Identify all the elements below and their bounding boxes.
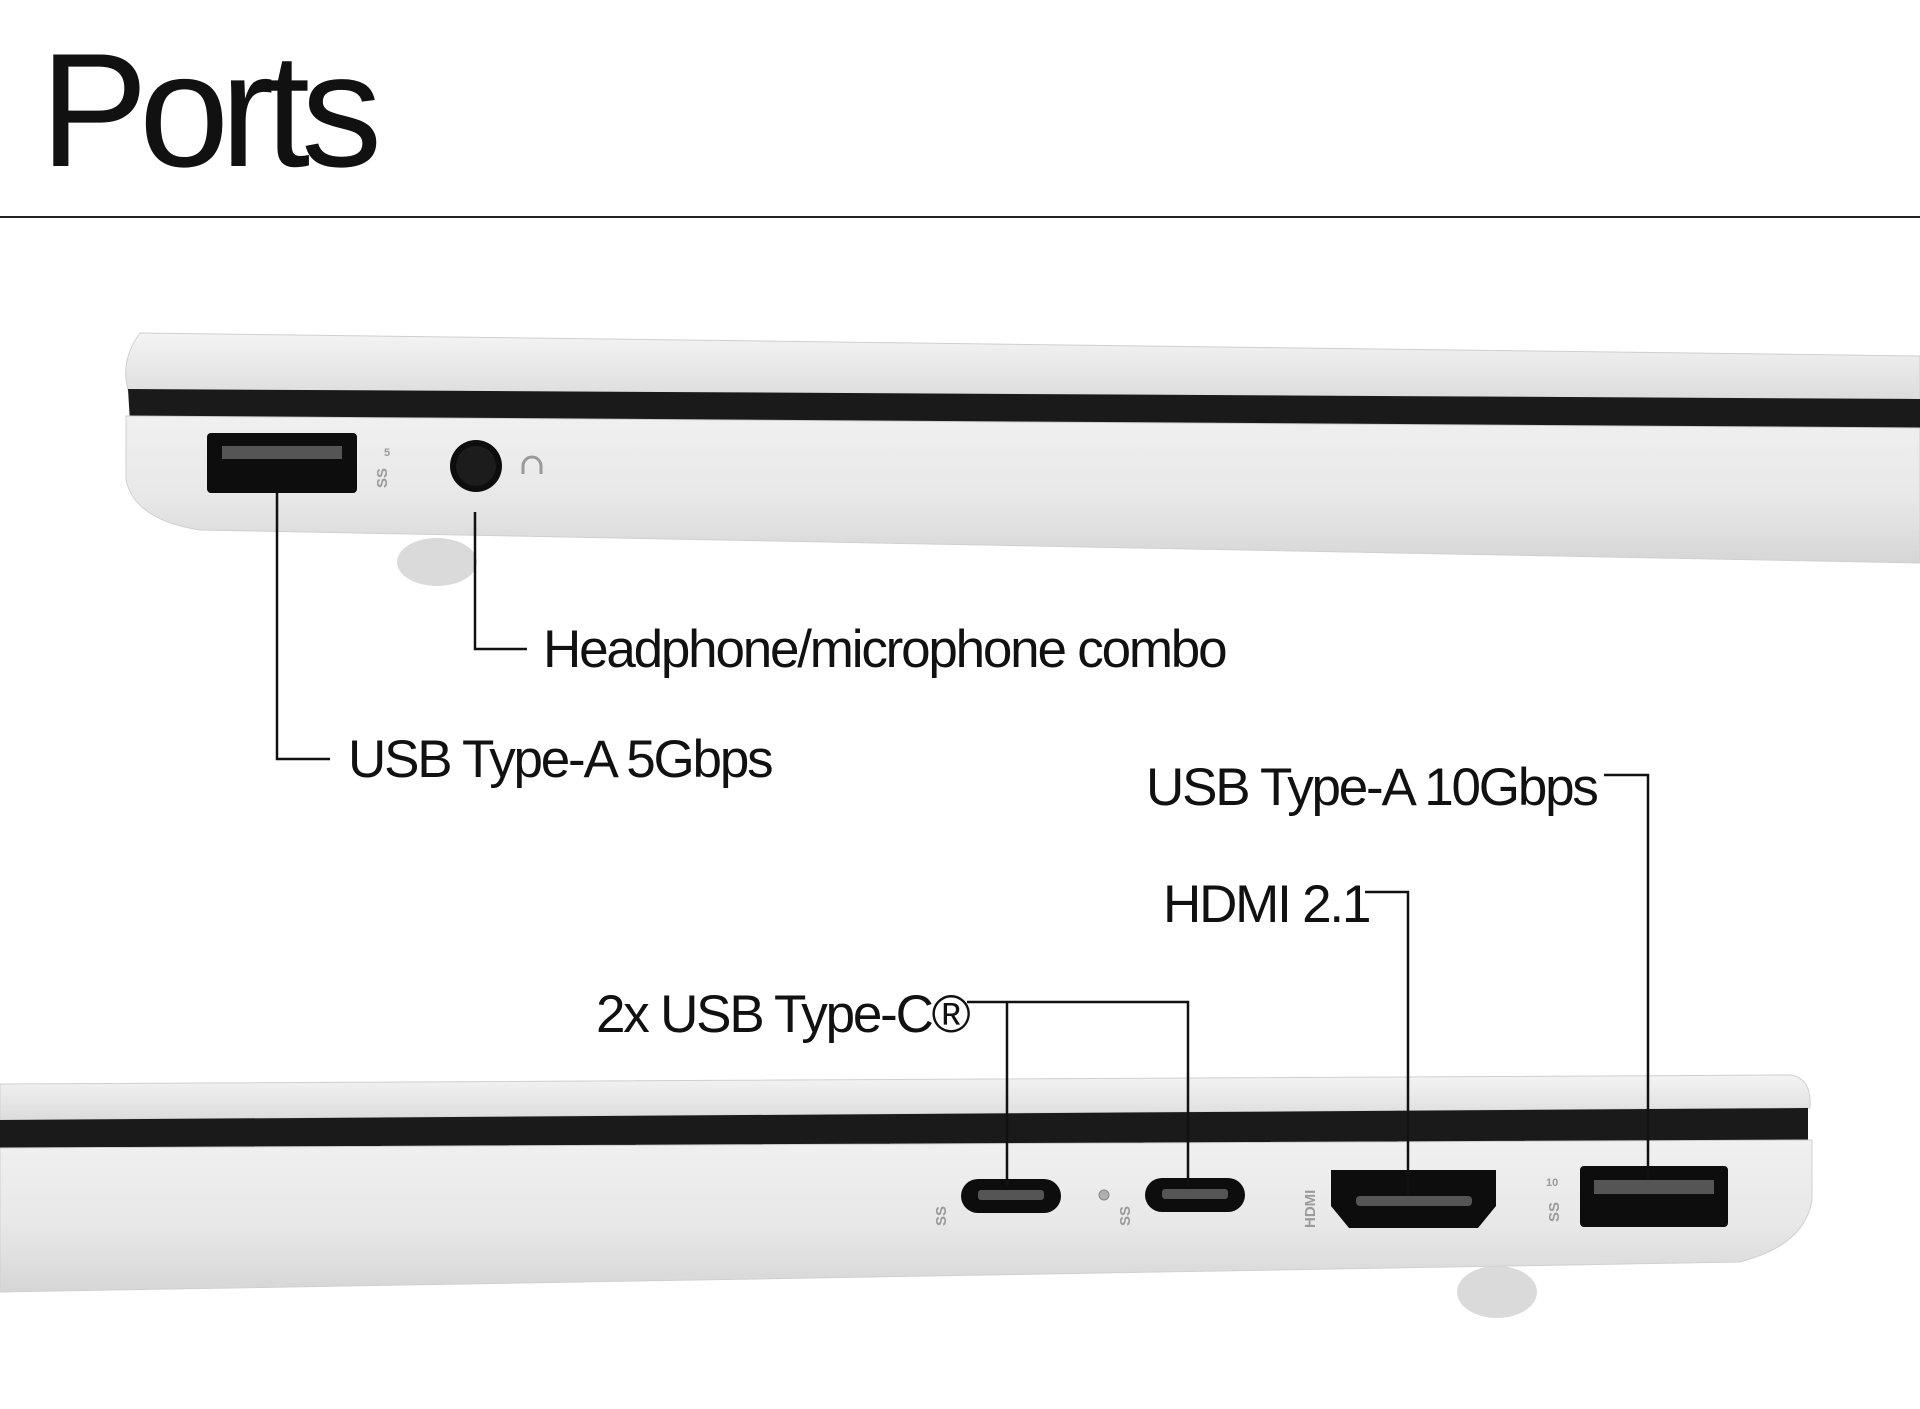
audio-jack-inner [456, 446, 496, 486]
usb-a-contacts [222, 446, 342, 459]
usb-a-contacts [1594, 1180, 1714, 1194]
page-title: Ports [40, 20, 377, 201]
laptop-left-side: SS 5 [125, 332, 1920, 586]
ss-mark: SS [1546, 1202, 1563, 1222]
usb-superspeed-power-icon: SS [933, 1206, 950, 1226]
usb-superspeed-10-icon: SS 10 [1546, 1177, 1563, 1222]
leader-usb-a-10 [1604, 773, 1650, 1180]
laptop-lid [125, 332, 1920, 401]
usb-c-contacts [978, 1190, 1044, 1200]
hdmi-contacts [1356, 1196, 1472, 1206]
label-headphone-combo: Headphone/microphone combo [543, 620, 1226, 679]
laptop-base [125, 415, 1920, 564]
usb-a-port [207, 433, 357, 493]
label-usb-a-5gbps: USB Type-A 5Gbps [348, 730, 772, 789]
hdmi-logo: HDMI [1302, 1190, 1319, 1228]
usb-a-port [1580, 1166, 1728, 1227]
label-hdmi: HDMI 2.1 [1163, 875, 1369, 934]
usb-superspeed-power-icon: SS [1117, 1206, 1134, 1226]
ss-mark: SS [374, 468, 391, 488]
rubber-foot [397, 538, 477, 586]
leader-audio [473, 512, 527, 651]
label-usb-c: 2x USB Type-C® [596, 985, 971, 1044]
usb-superspeed-5-icon: SS 5 [374, 447, 391, 488]
laptop-base [0, 1139, 1813, 1293]
usb-c-contacts [1162, 1189, 1228, 1199]
charge-led [1098, 1189, 1110, 1201]
laptop-right-side: SS SS HDMI SS 10 [0, 1074, 1813, 1318]
leader-usb-c [967, 1000, 1190, 1186]
leader-hdmi [1365, 890, 1410, 1196]
headset-icon [521, 455, 543, 474]
leader-usb-a-5 [275, 493, 330, 761]
speed-mark: 10 [1546, 1177, 1558, 1189]
laptop-lid [0, 1074, 1811, 1121]
speed-mark: 5 [384, 447, 390, 459]
label-usb-a-10gbps: USB Type-A 10Gbps [1146, 758, 1597, 817]
rubber-foot [1457, 1266, 1537, 1318]
